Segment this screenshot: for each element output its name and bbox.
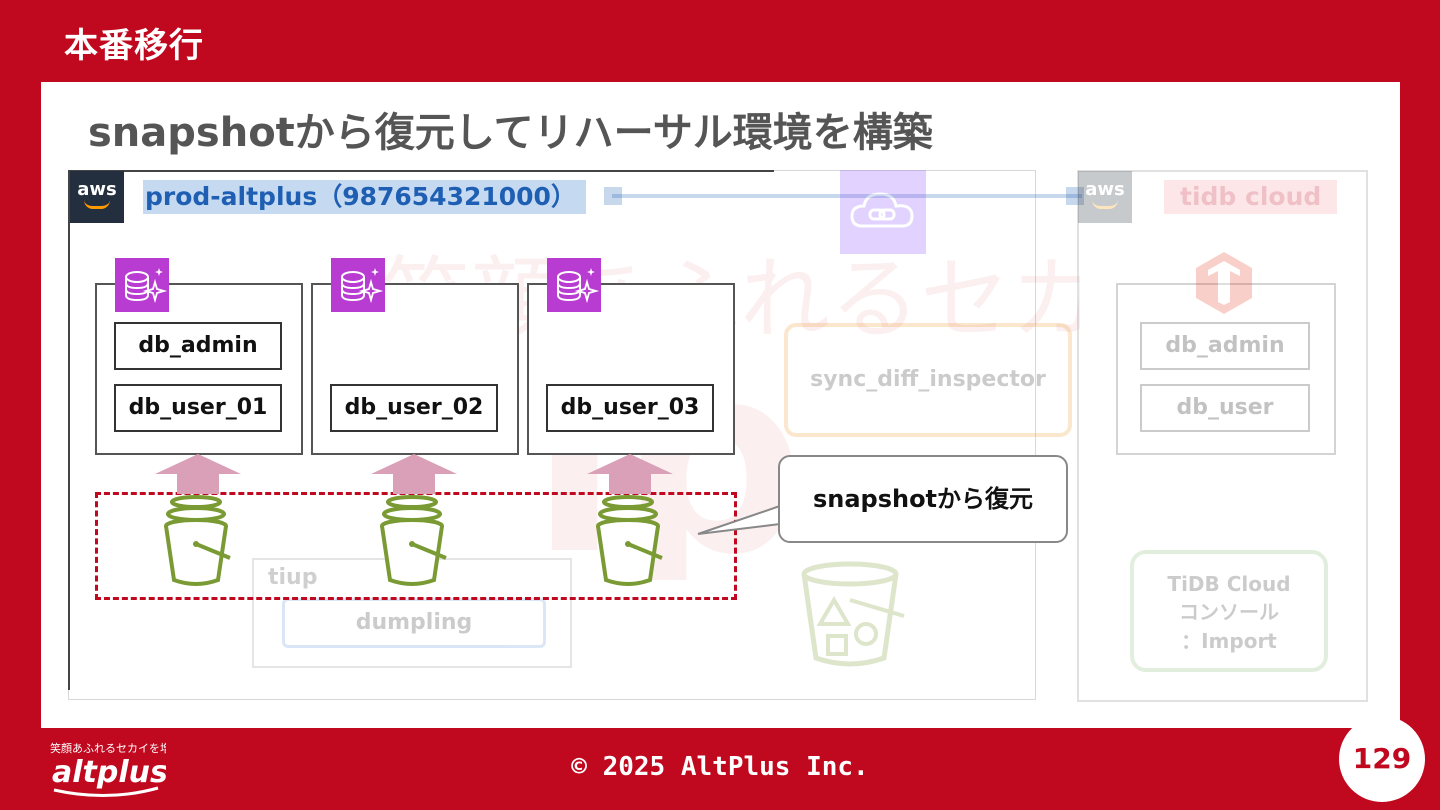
aws-account-frame-top <box>68 170 774 172</box>
connection-line <box>612 194 1082 198</box>
s3-bucket-icon <box>596 495 663 586</box>
db-tag: db_admin <box>114 322 282 370</box>
db-tag: db_user_03 <box>546 384 714 432</box>
rds-database-icon <box>547 258 601 312</box>
tidb-import-box: TiDB Cloud コンソール ：Import <box>1130 550 1328 672</box>
tidb-db-tag: db_admin <box>1140 322 1310 370</box>
up-arrow-icon <box>155 454 241 494</box>
account-label: prod-altplus（987654321000） <box>143 180 586 214</box>
up-arrow-icon <box>587 454 673 494</box>
dumpling-box: dumpling <box>282 598 546 648</box>
page-number: 129 <box>1339 716 1425 802</box>
cloud-link-icon <box>840 170 926 254</box>
connection-end-right <box>1066 187 1084 205</box>
db-tag: db_user_01 <box>114 384 282 432</box>
up-arrow-icon <box>371 454 457 494</box>
tidb-aws-logo-icon: aws <box>1078 171 1132 223</box>
sync-diff-inspector-box: sync_diff_inspector <box>784 323 1072 437</box>
svg-text:笑顔あふれるセカイを増やす: 笑顔あふれるセカイを増やす <box>50 741 166 755</box>
rds-database-icon <box>331 258 385 312</box>
s3-bucket-icon <box>380 495 447 586</box>
aws-logo-icon: aws <box>70 171 124 223</box>
callout-pointer <box>697 505 781 535</box>
callout-bubble: snapshotから復元 <box>778 455 1068 543</box>
tidb-db-tag: db_user <box>1140 384 1310 432</box>
section-title: 本番移行 <box>64 26 204 66</box>
tidb-cloud-frame <box>1077 170 1368 702</box>
tidb-cluster-box <box>1116 283 1336 455</box>
rds-database-icon <box>115 258 169 312</box>
db-tag: db_user_02 <box>330 384 498 432</box>
tidb-logo-icon <box>1196 252 1252 314</box>
svg-text:altplus: altplus <box>52 755 166 790</box>
tiup-label: tiup <box>268 565 318 590</box>
aws-account-frame-left <box>68 170 70 690</box>
altplus-logo: 笑顔あふれるセカイを増やす altplus <box>48 738 193 802</box>
connection-end-left <box>604 187 622 205</box>
copyright: © 2025 AltPlus Inc. <box>571 752 869 782</box>
s3-bucket-icon <box>164 495 231 586</box>
s3-bucket-large-icon <box>801 561 905 667</box>
tidb-cloud-label: tidb cloud <box>1164 180 1338 214</box>
slide-title: snapshotから復元してリハーサル環境を構築 <box>88 110 933 156</box>
